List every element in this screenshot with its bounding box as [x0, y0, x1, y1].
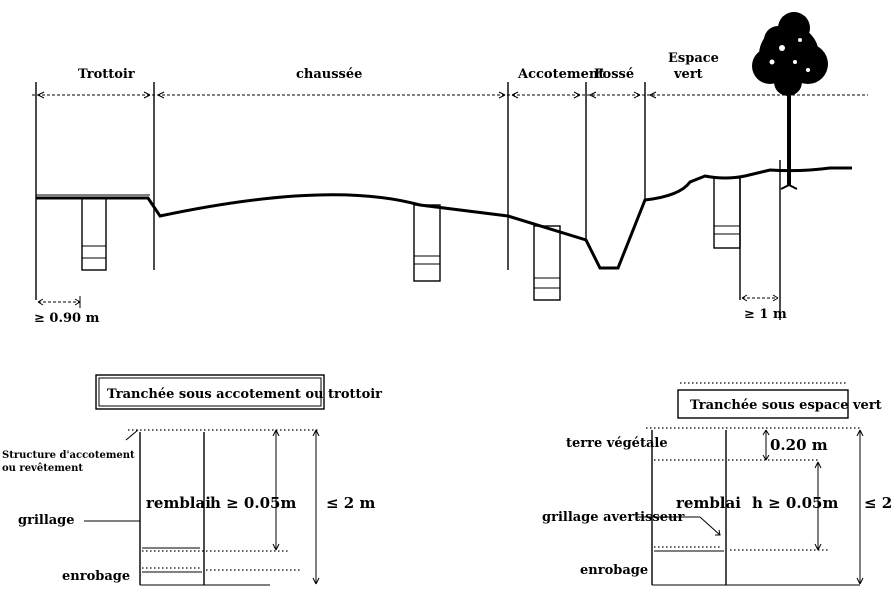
zone-arrows [37, 91, 657, 99]
zone-label-accotement: Accotement [517, 67, 604, 82]
green-total-dim-label: ≤ 2 m [864, 494, 891, 512]
trench-espace-vert [713, 160, 781, 320]
zone-label-vert: vert [673, 67, 703, 82]
zone-label-trottoir: Trottoir [78, 67, 135, 82]
green-grillage-label: grillage avertisseur [542, 510, 684, 525]
sidewalk-enrobage-label: enrobage [62, 569, 130, 584]
sidewalk-trench-title: Tranchée sous accotement ou trottoir [107, 387, 382, 402]
trench-trottoir [35, 197, 107, 300]
sidewalk-grillage-label: grillage [18, 513, 75, 528]
green-trench-title: Tranchée sous espace vert [690, 398, 882, 413]
green-trench-title-box: Tranchée sous espace vert [677, 382, 882, 419]
depth-label-trottoir: ≥ 0.90 m [34, 311, 100, 326]
depth-dim-espace-vert: ≥ 1 m [741, 294, 787, 322]
green-h-dim-label: h ≥ 0.05m [752, 494, 838, 512]
zone-label-fosse: Fossé [594, 67, 634, 82]
structure-label-2: ou revêtement [2, 463, 83, 474]
structure-label-1: Structure d'accotement [2, 450, 135, 461]
trench-accotement [533, 225, 561, 301]
sidewalk-total-dim-label: ≤ 2 m [326, 494, 375, 512]
sidewalk-trench-title-box: Tranchée sous accotement ou trottoir [95, 374, 382, 410]
depth-label-espace-vert: ≥ 1 m [744, 307, 787, 322]
green-enrobage-label: enrobage [580, 563, 648, 578]
sidewalk-remblai-label: remblai [146, 494, 211, 512]
green-remblai-label: remblai [676, 494, 741, 512]
zone-label-espace: Espace [668, 51, 719, 66]
green-trench-detail [638, 427, 864, 586]
ground-profile [36, 166, 852, 270]
tree-icon [752, 12, 828, 190]
sidewalk-trench-detail [84, 429, 320, 586]
trench-chaussee [413, 204, 441, 282]
sidewalk-h-dim-label: h ≥ 0.05m [210, 494, 296, 512]
zone-separators [35, 82, 646, 270]
green-top-dim-label: 0.20 m [770, 436, 828, 454]
zone-label-chaussee: chaussée [296, 67, 362, 82]
depth-dim-trottoir: ≥ 0.90 m [34, 296, 100, 326]
terre-label: terre végétale [566, 436, 668, 451]
